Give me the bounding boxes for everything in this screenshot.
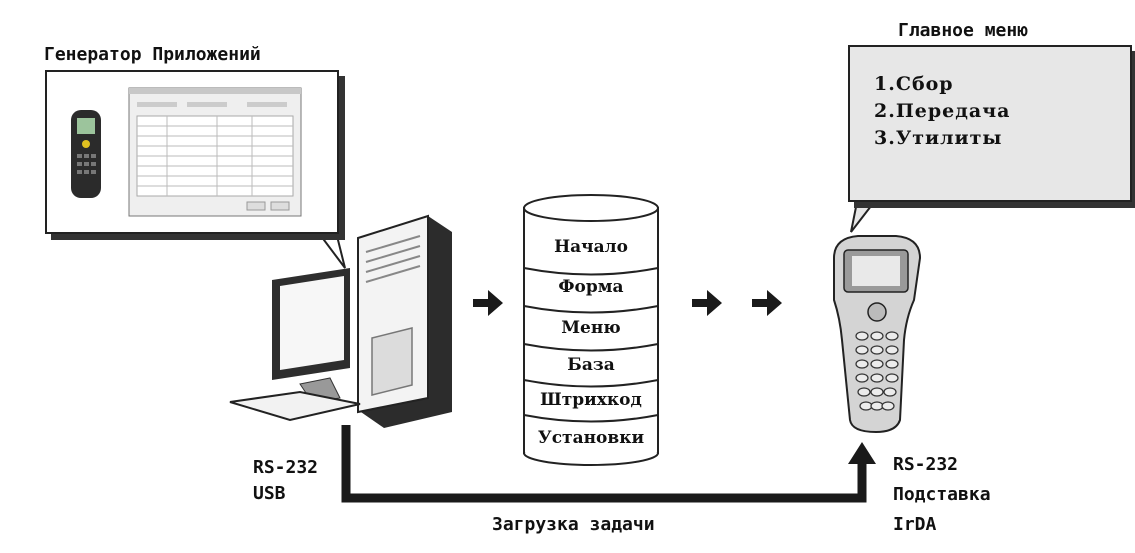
task-layer-menu: Меню	[561, 318, 621, 338]
generator-screenshot	[71, 87, 302, 217]
task-layer-form: Форма	[558, 277, 624, 297]
pc-port-label: USB	[253, 483, 286, 504]
arrow-right-icon	[473, 290, 503, 316]
task-database-cylinder	[523, 194, 659, 466]
generator-callout	[45, 70, 339, 234]
menu-item-utilities: 3.Утилиты	[874, 127, 1003, 149]
menu-callout-tail	[850, 196, 881, 233]
download-connection-line	[341, 425, 867, 503]
menu-item-transfer: 2.Пеpедача	[874, 100, 1011, 122]
pc-computer-icon	[229, 214, 452, 428]
terminal-port-label: IrDA	[893, 514, 937, 535]
main-menu-callout: 1.Сбор 2.Пеpедача 3.Утилиты	[848, 45, 1132, 202]
pc-port-label: RS-232	[253, 457, 319, 478]
task-layer-barcode: Штрихкод	[540, 390, 642, 410]
terminal-port-label: RS-232	[893, 454, 959, 475]
handheld-terminal-icon	[833, 235, 922, 434]
arrow-right-icon	[752, 290, 782, 316]
app-window-thumbnail	[128, 87, 302, 217]
generator-title: Генератор Приложений	[44, 44, 261, 65]
main-menu-title: Главное меню	[898, 20, 1029, 41]
download-task-label: Загрузка задачи	[492, 514, 655, 535]
task-layer-database: База	[567, 355, 615, 375]
terminal-port-label: Подставка	[893, 484, 991, 505]
task-layer-start: Начало	[554, 237, 628, 257]
handheld-terminal-icon	[71, 110, 101, 198]
menu-item-collect: 1.Сбор	[874, 73, 954, 95]
task-layer-settings: Установки	[537, 428, 645, 448]
arrow-right-icon	[692, 290, 722, 316]
arrow-up-icon	[848, 442, 876, 464]
